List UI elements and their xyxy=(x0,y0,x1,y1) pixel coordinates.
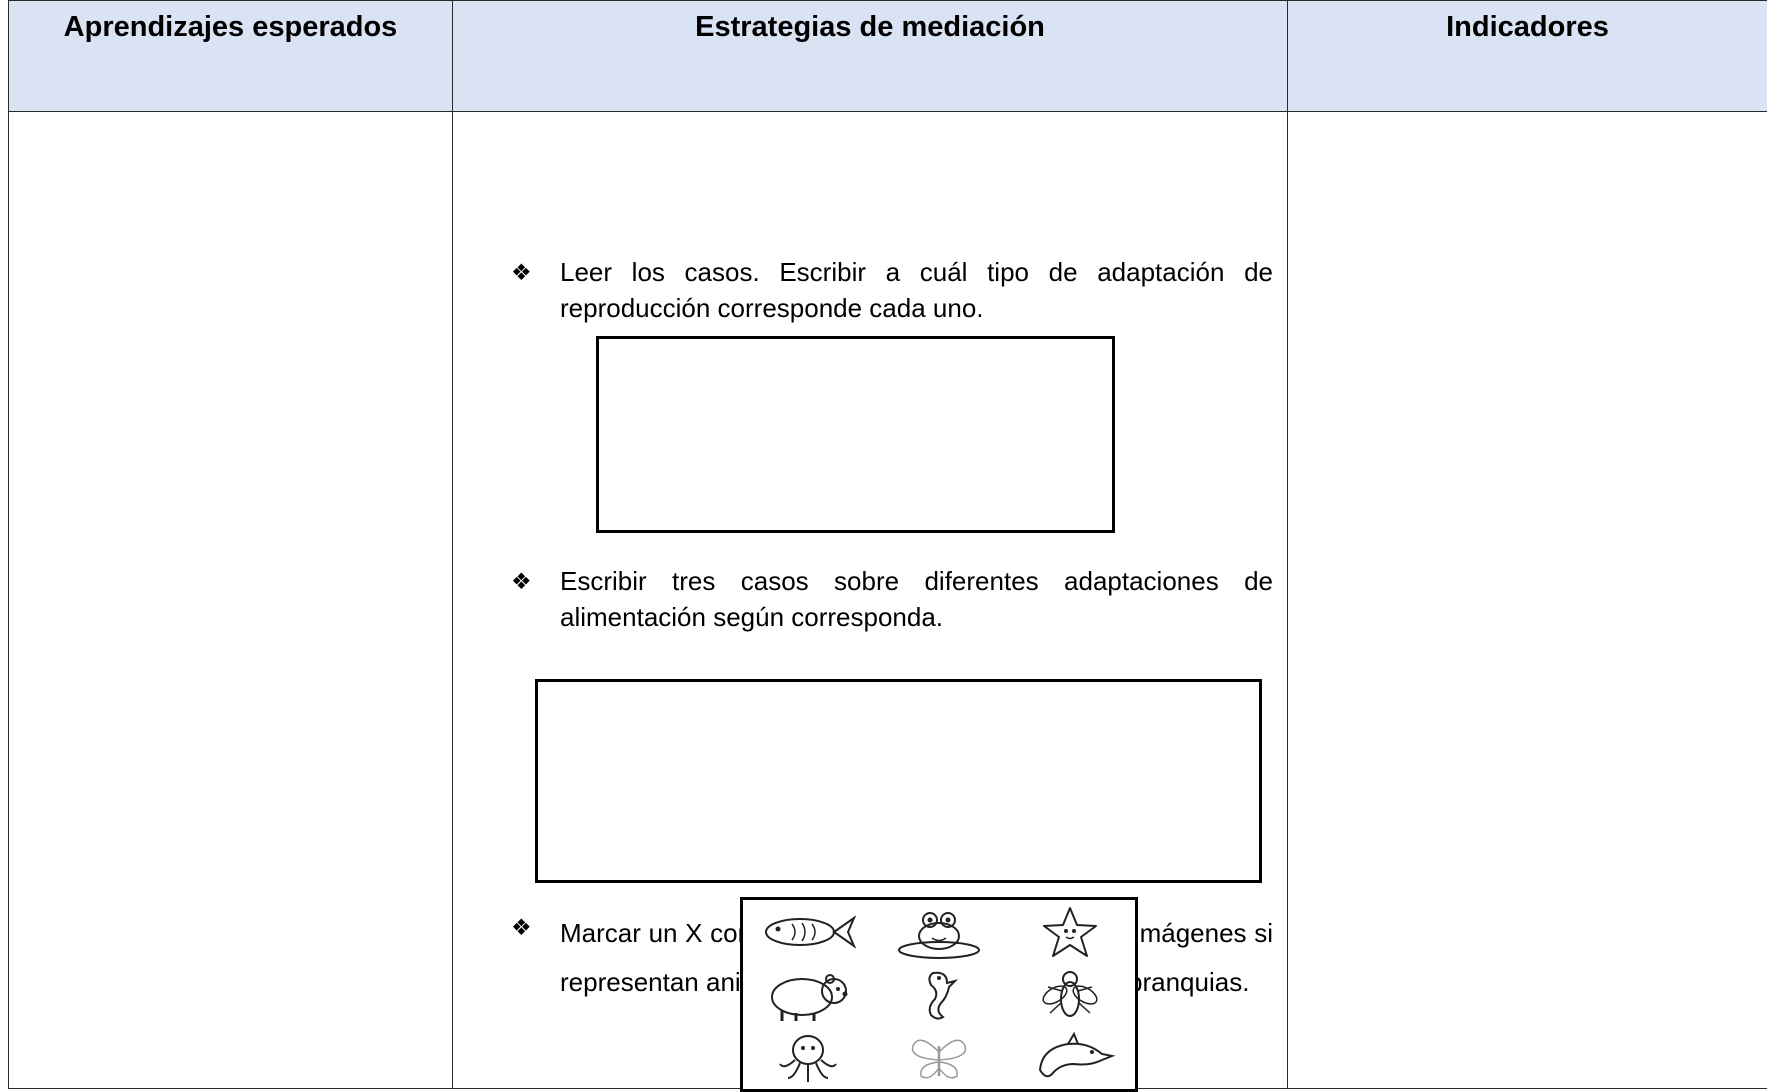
estrategias-cell: ❖ Leer los casos. Escribir a cuál tipo d… xyxy=(453,112,1288,1089)
bullet-icon: ❖ xyxy=(511,909,532,945)
answer-box-2[interactable] xyxy=(535,679,1262,883)
starfish-icon xyxy=(1020,904,1120,960)
fly-icon xyxy=(1020,967,1120,1023)
header-indicadores: Indicadores xyxy=(1288,1,1767,112)
animal-cell[interactable] xyxy=(1004,900,1135,963)
indicadores-cell xyxy=(1288,112,1767,1089)
bullet-icon: ❖ xyxy=(511,563,532,599)
bullet-icon: ❖ xyxy=(511,254,532,290)
animal-cell[interactable] xyxy=(743,963,874,1026)
animal-cell[interactable] xyxy=(1004,1026,1135,1089)
seahorse-icon xyxy=(889,967,989,1023)
octopus-icon xyxy=(758,1030,858,1086)
content-row: ❖ Leer los casos. Escribir a cuál tipo d… xyxy=(9,112,1767,1089)
strategy-item-2: Escribir tres casos sobre diferentes ada… xyxy=(560,563,1273,635)
bear-icon xyxy=(758,967,858,1023)
strategy-item-1: Leer los casos. Escribir a cuál tipo de … xyxy=(560,254,1273,326)
header-estrategias: Estrategias de mediación xyxy=(453,1,1288,112)
animal-image-grid[interactable] xyxy=(740,897,1138,1092)
mediation-table: Aprendizajes esperados Estrategias de me… xyxy=(8,0,1767,1089)
animal-cell[interactable] xyxy=(743,900,874,963)
animal-cell[interactable] xyxy=(874,1026,1005,1089)
header-aprendizajes: Aprendizajes esperados xyxy=(9,1,453,112)
fish-icon xyxy=(758,904,858,960)
header-row: Aprendizajes esperados Estrategias de me… xyxy=(9,1,1767,112)
answer-box-1[interactable] xyxy=(596,336,1115,533)
animal-cell[interactable] xyxy=(874,963,1005,1026)
dolphin-icon xyxy=(1020,1030,1120,1086)
butterfly-icon xyxy=(889,1030,989,1086)
aprendizajes-cell xyxy=(9,112,453,1089)
animal-cell[interactable] xyxy=(1004,963,1135,1026)
frog-icon xyxy=(889,904,989,960)
animal-cell[interactable] xyxy=(743,1026,874,1089)
animal-cell[interactable] xyxy=(874,900,1005,963)
